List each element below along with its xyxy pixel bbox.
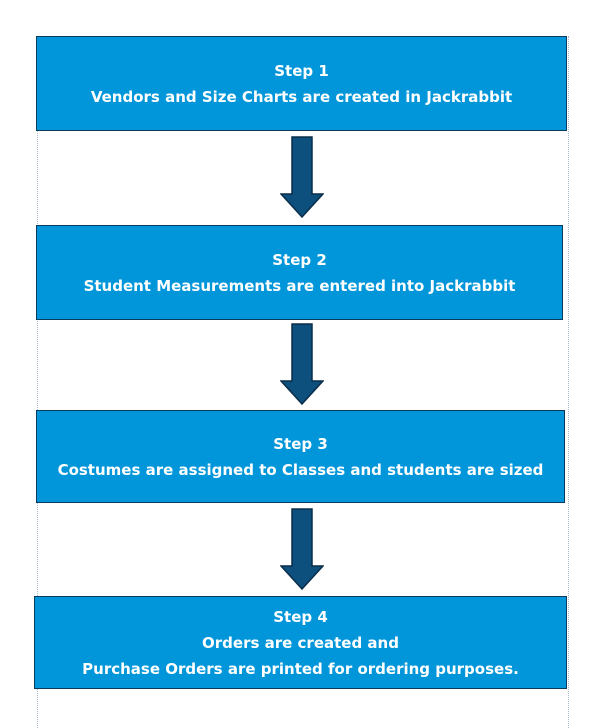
arrow-down-icon bbox=[280, 136, 324, 218]
step-2-box: Step 2 Student Measurements are entered … bbox=[36, 225, 563, 320]
step-4-box: Step 4 Orders are created and Purchase O… bbox=[34, 596, 567, 689]
step-2-description: Student Measurements are entered into Ja… bbox=[83, 276, 516, 295]
step-1-description: Vendors and Size Charts are created in J… bbox=[90, 87, 513, 106]
step-4-description-line-2: Purchase Orders are printed for ordering… bbox=[82, 659, 519, 678]
arrow-down-icon bbox=[280, 508, 324, 590]
step-4-title: Step 4 bbox=[273, 607, 328, 626]
step-1-title: Step 1 bbox=[274, 61, 329, 80]
step-1-box: Step 1 Vendors and Size Charts are creat… bbox=[36, 36, 567, 131]
step-3-description: Costumes are assigned to Classes and stu… bbox=[57, 460, 544, 479]
step-2-title: Step 2 bbox=[272, 250, 327, 269]
arrow-down-icon bbox=[280, 323, 324, 405]
guide-line-right bbox=[568, 36, 569, 728]
step-4-description-line-1: Orders are created and bbox=[202, 633, 399, 652]
guide-line-left bbox=[37, 36, 38, 728]
step-3-title: Step 3 bbox=[273, 434, 328, 453]
step-3-box: Step 3 Costumes are assigned to Classes … bbox=[36, 410, 565, 503]
